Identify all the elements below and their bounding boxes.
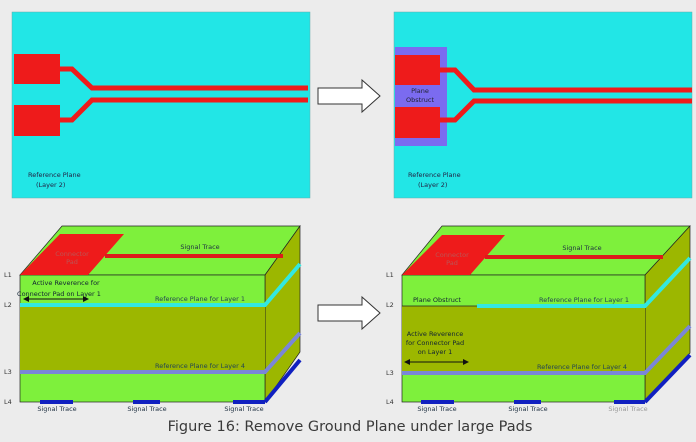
signal-trace-label: Signal Trace (562, 244, 601, 252)
bottom-side-plane (263, 358, 302, 404)
trace-top (58, 66, 308, 91)
ref-layer1-label: Reference Plane for Layer 1 (155, 295, 245, 303)
bottom-trace (133, 400, 160, 404)
pad-label-1: Connector (55, 250, 89, 258)
bottom-trace (421, 400, 454, 404)
layer-label-l3: L3 (386, 369, 394, 377)
layer-label: (Layer 2) (418, 181, 447, 189)
layer-label-l1: L1 (386, 271, 394, 279)
bottom-trace-label: Signal Trace (37, 405, 76, 413)
pad-bottom (14, 105, 60, 136)
top-right-panel: Plane Obstruct Reference Plane (Layer 2) (393, 11, 693, 199)
arrow-bottom (317, 295, 381, 331)
trace-bottom (440, 98, 692, 123)
layer-label: (Layer 2) (36, 181, 65, 189)
layer-label-l3: L3 (4, 368, 12, 376)
reference-plane-label: Reference Plane (28, 171, 81, 179)
bottom-trace-label: Signal Trace (224, 405, 263, 413)
reference-plane-label: Reference Plane (408, 171, 461, 179)
top-left-panel: Reference Plane (Layer 2) (11, 11, 311, 199)
bottom-trace (514, 400, 541, 404)
bottom-trace-label: Signal Trace (508, 405, 547, 413)
active-ref-label-2: for Connector Pad (406, 339, 464, 347)
reference-plane-layer1 (477, 256, 692, 308)
plane-obstruct-label: Plane Obstruct (413, 296, 461, 304)
bottom-trace (233, 400, 265, 404)
layer-label-l2: L2 (4, 301, 12, 309)
reference-plane-layer4 (20, 331, 302, 374)
pad-top (395, 55, 440, 85)
bottom-side-plane (643, 353, 692, 404)
reference-plane (11, 11, 311, 199)
core-layer (20, 305, 265, 372)
reference-plane-layer4 (402, 324, 692, 375)
signal-trace-label: Signal Trace (180, 243, 219, 251)
connector-pad (402, 235, 505, 275)
trace-bottom (58, 97, 308, 123)
trace-top (440, 67, 692, 93)
layer-label-l4: L4 (386, 398, 394, 406)
active-ref-label-3: on Layer 1 (418, 348, 453, 356)
layer-label-l4: L4 (4, 398, 12, 406)
pad-top (14, 54, 60, 84)
ref-layer4-label: Reference Plane for Layer 4 (155, 362, 245, 370)
ref-layer4-label: Reference Plane for Layer 4 (537, 363, 627, 371)
plane-obstruct-label-1: Plane (411, 87, 429, 95)
figure-caption: Figure 16: Remove Ground Plane under lar… (168, 419, 533, 435)
reference-plane-layer1 (20, 262, 302, 307)
layer-label-l1: L1 (4, 271, 12, 279)
bottom-trace (40, 400, 73, 404)
connector-pad (20, 234, 124, 275)
pad-label-2: Pad (66, 258, 78, 266)
ref-layer1-label: Reference Plane for Layer 1 (539, 296, 629, 304)
active-ref-label-1: Active Reverence (407, 330, 463, 338)
stackup-left: Connector Pad Signal Trace Active Revere… (4, 224, 302, 413)
bottom-trace-label: Signal Trace (417, 405, 456, 413)
active-ref-label-1: Active Reverence for (32, 279, 100, 287)
stackup-right: Connector Pad Signal Trace Plane Obstruc… (386, 225, 692, 413)
active-ref-label-2: Connector Pad on Layer 1 (17, 290, 101, 298)
pad-label-2: Pad (446, 259, 458, 267)
bottom-trace-label: Signal Trace (608, 405, 647, 413)
plane-obstruct-label-2: Obstruct (406, 96, 435, 104)
pad-label-1: Connector (435, 251, 469, 259)
arrow-top (317, 78, 381, 114)
bottom-trace-label: Signal Trace (127, 405, 166, 413)
layer-label-l2: L2 (386, 301, 394, 309)
pad-bottom (395, 107, 440, 138)
bottom-trace (614, 400, 645, 404)
